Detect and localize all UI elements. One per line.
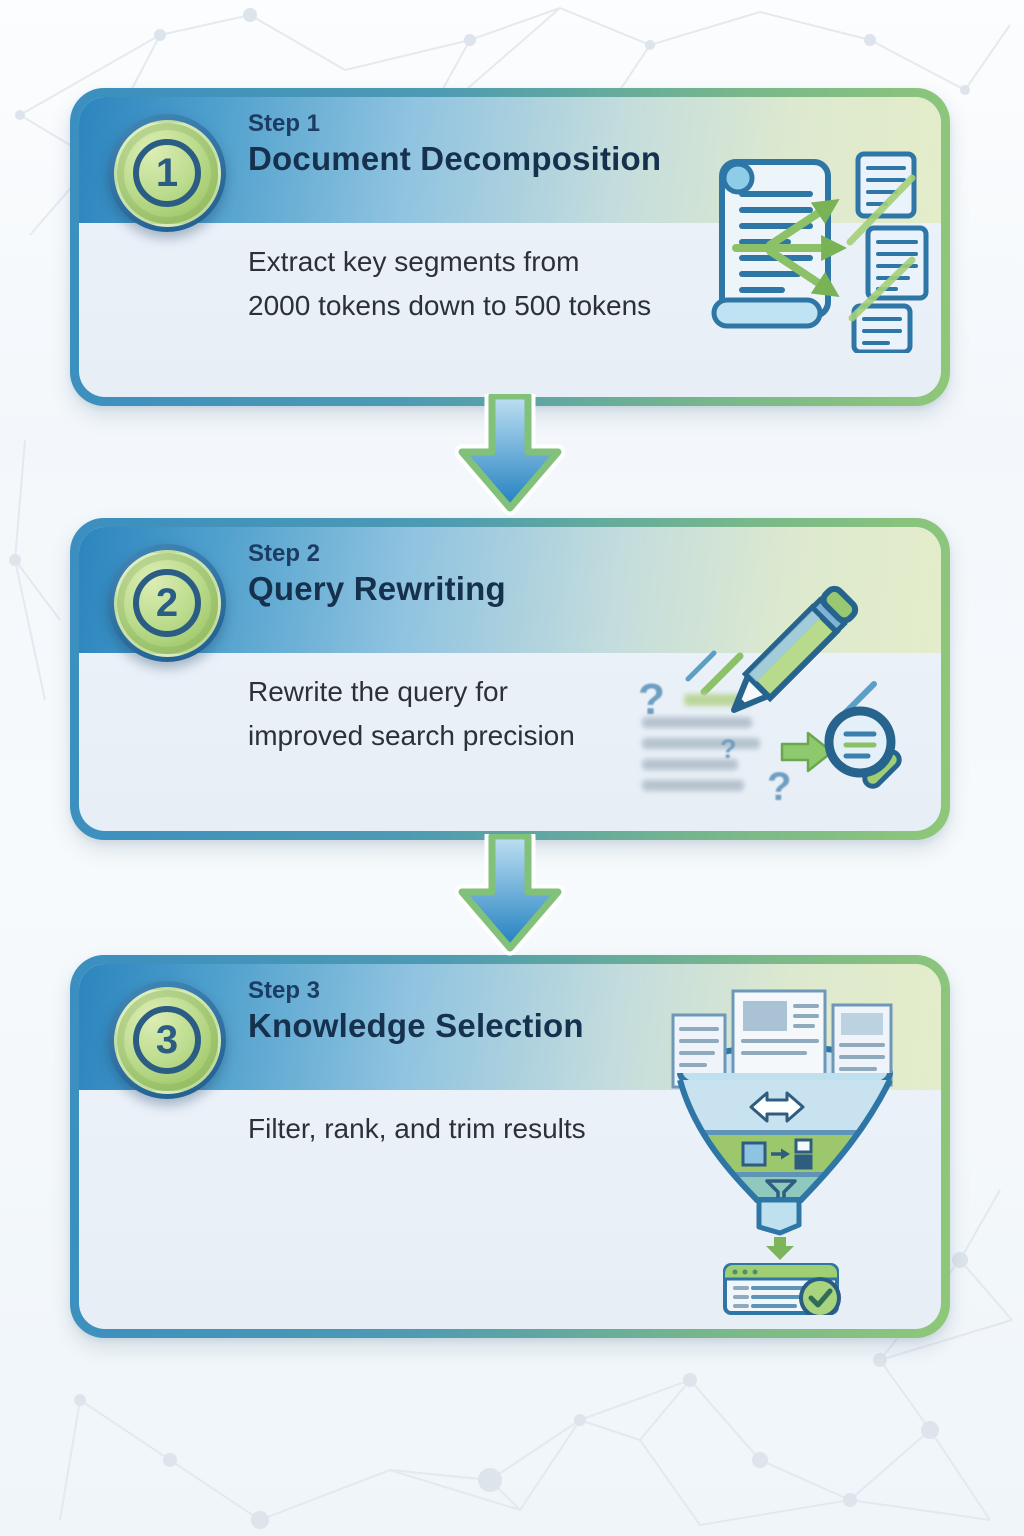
step-card-2-body (79, 527, 941, 831)
question-mark-2: ? (720, 734, 737, 764)
step-1-title: Document Decomposition (248, 140, 662, 177)
result-window-icon (723, 1263, 841, 1315)
flow-arrow-down-icon (455, 394, 565, 516)
step-3-description-line-1: Filter, rank, and trim results (248, 1113, 586, 1144)
question-marks: ? ? ? (638, 675, 791, 809)
step-2-badge-number: 2 (133, 569, 201, 637)
step-1-badge: 1 (108, 114, 226, 232)
funnel-selection-icon (671, 989, 893, 1315)
pencil-icon (731, 585, 859, 713)
question-mark-3: ? (767, 765, 791, 809)
step-3-badge-number: 3 (133, 1006, 201, 1074)
step-2-description-line-2: improved search precision (248, 720, 575, 751)
funnel-spout (756, 1197, 802, 1236)
arrow-right-icon (780, 731, 834, 773)
step-3-label: Step 3 (248, 977, 321, 1004)
step-1-description-line-2: 2000 tokens down to 500 tokens (248, 290, 652, 321)
step-2-label: Step 2 (248, 540, 321, 567)
step-2-title: Query Rewriting (248, 570, 506, 607)
step-3-title: Knowledge Selection (248, 1007, 584, 1044)
magnifier-icon (824, 706, 902, 789)
down-arrow-icon (766, 1237, 794, 1260)
input-documents-icon (671, 989, 893, 1089)
swap-arrow-icon (749, 1091, 805, 1123)
step-1-badge-number: 1 (133, 139, 201, 207)
document-decomposition-icon (711, 151, 929, 353)
step-3-description: Filter, rank, and trim results (248, 1107, 586, 1151)
flow-arrow-down-icon (455, 834, 565, 956)
step-1-description-line-1: Extract key segments from (248, 246, 580, 277)
pencil-magnifier-icon: ? ? ? (638, 585, 902, 809)
step-2-description-line-1: Rewrite the query for (248, 676, 508, 707)
step-1-description: Extract key segments from 2000 tokens do… (248, 240, 651, 328)
question-mark-1: ? (638, 675, 665, 724)
step-card-2: 2 Step 2 Query Rewriting Rewrite the que… (70, 518, 950, 840)
segment-documents-icon (846, 151, 929, 353)
step-3-badge: 3 (108, 981, 226, 1099)
step-3-badge-coin: 3 (113, 986, 221, 1094)
step-2-description: Rewrite the query for improved search pr… (248, 670, 575, 758)
check-icon (799, 1277, 841, 1315)
step-2-badge: 2 (108, 544, 226, 662)
step-1-badge-coin: 1 (113, 119, 221, 227)
step-2-badge-coin: 2 (113, 549, 221, 657)
funnel-body (677, 1078, 893, 1236)
split-step-icon (741, 1138, 813, 1170)
step-1-label: Step 1 (248, 110, 321, 137)
split-arrows-icon (732, 198, 848, 298)
step-card-1: 1 Step 1 Document Decomposition Extract … (70, 88, 950, 406)
